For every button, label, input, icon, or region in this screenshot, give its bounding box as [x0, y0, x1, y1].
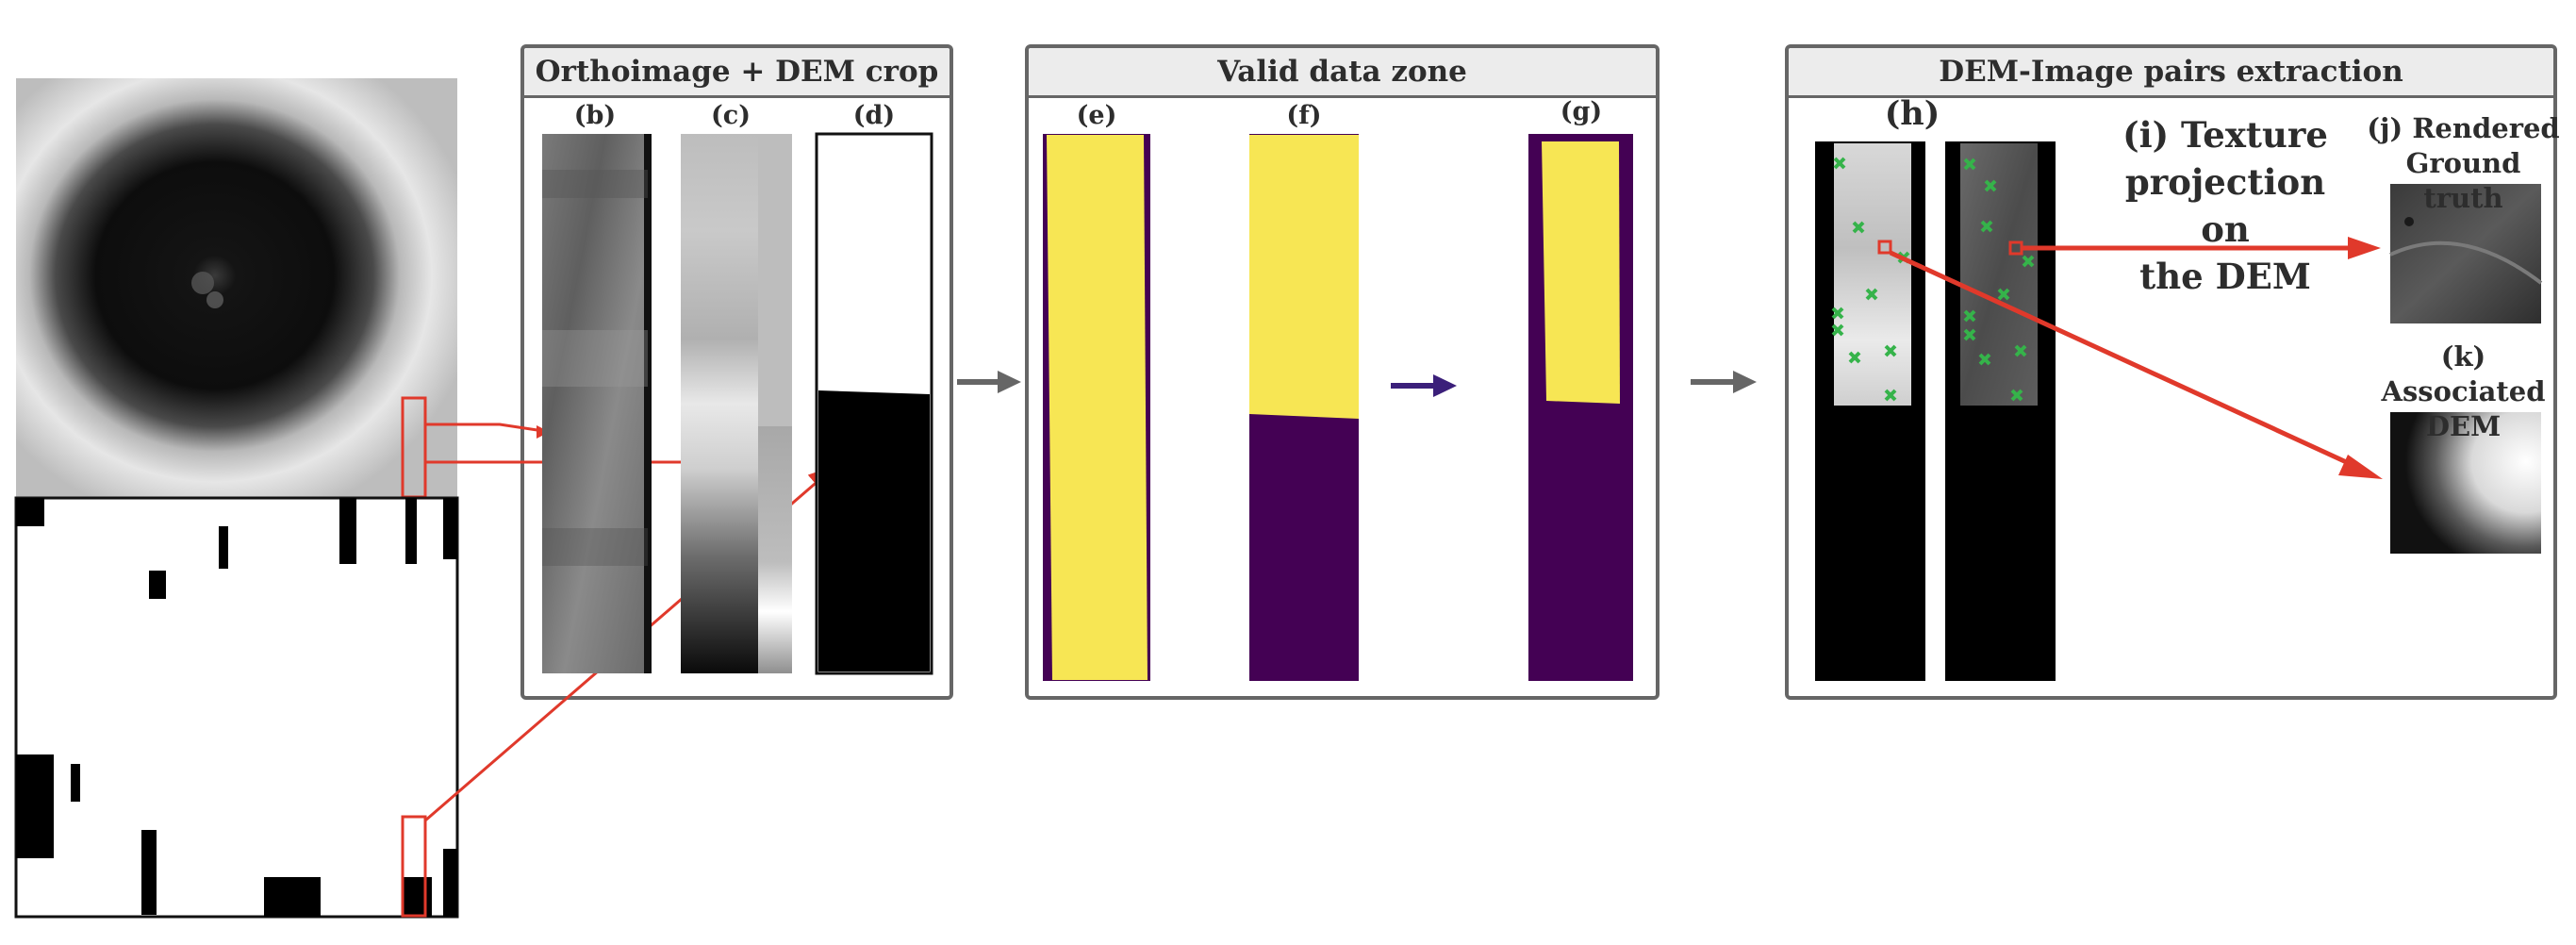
valid-zone-e	[1043, 134, 1150, 681]
label-f: (f)	[1286, 101, 1322, 130]
label-i-line2: projection on	[2124, 161, 2326, 250]
label-i-line1: (i) Texture	[2122, 114, 2328, 156]
dem-strip	[681, 134, 792, 673]
label-d: (d)	[852, 101, 896, 130]
arrow-panel2-to-panel3	[1691, 371, 1757, 393]
dem-validity-crop	[815, 132, 933, 675]
label-h: (h)	[1884, 94, 1940, 133]
label-b: (b)	[573, 101, 617, 130]
arrow-to-dem	[1889, 250, 2383, 479]
validity-mask-image	[14, 496, 459, 919]
label-e: (e)	[1076, 101, 1117, 130]
panel-title-orthoimage: Orthoimage + DEM crop	[524, 48, 949, 98]
label-k: (k) Associated DEM	[2357, 340, 2569, 444]
label-g: (g)	[1560, 97, 1603, 126]
arrow-f-to-g	[1391, 374, 1457, 397]
h-texture-strip	[1945, 141, 2056, 681]
label-j: (j) Rendered Ground truth	[2362, 111, 2565, 216]
label-c: (c)	[711, 101, 751, 130]
label-i: (i) Texture projection on the DEM	[2112, 111, 2338, 300]
valid-zone-f	[1249, 134, 1359, 681]
label-j-line2: Ground truth	[2405, 147, 2521, 214]
h-dem-patch-box	[1877, 240, 1892, 255]
mask-crop-box	[401, 815, 427, 918]
panel-title-dem-image-pairs: DEM-Image pairs extraction	[1789, 48, 2553, 98]
label-k-line2: DEM	[2425, 410, 2502, 442]
label-k-line1: (k) Associated	[2381, 340, 2546, 407]
panel-title-valid-data: Valid data zone	[1029, 48, 1656, 98]
label-j-line1: (j) Rendered	[2367, 112, 2560, 144]
crater-orthoimage	[16, 78, 457, 498]
valid-zone-g	[1528, 134, 1633, 681]
orthoimage-strip	[542, 134, 652, 673]
label-i-line3: the DEM	[2139, 256, 2311, 297]
arrow-to-rendered	[2022, 237, 2381, 259]
arrow-panel1-to-panel2	[957, 371, 1021, 393]
rendered-ground-truth	[2389, 184, 2543, 323]
h-dem-strip	[1815, 141, 1925, 681]
keypoint-markers	[1831, 157, 2035, 402]
associated-dem	[2390, 412, 2541, 554]
